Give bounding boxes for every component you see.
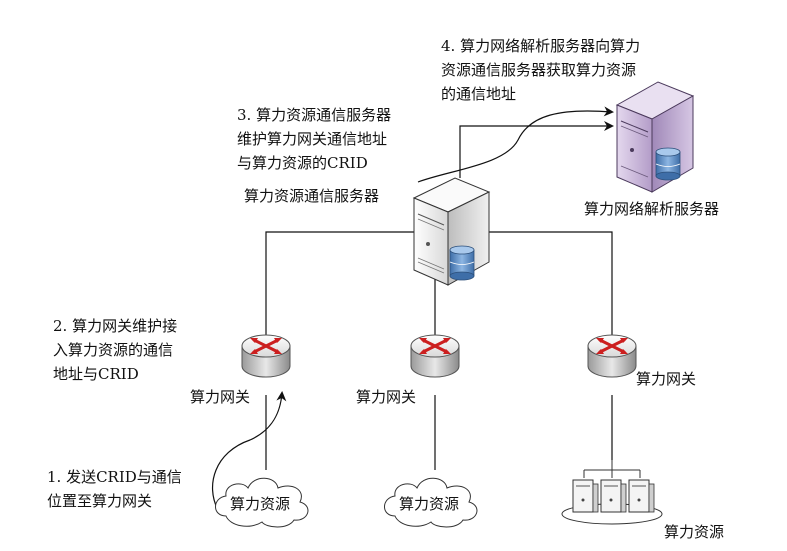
resource-right-label: 算力资源 <box>664 523 724 541</box>
step4-line3: 的通信地址 <box>441 85 516 103</box>
gateway-left-label: 算力网关 <box>190 388 250 406</box>
step3-label: 3. 算力资源通信服务器 维护算力网关通信地址 与算力资源的CRID <box>237 106 391 172</box>
connection-lines <box>265 121 614 470</box>
step4-line1: 4. 算力网络解析服务器向算力 <box>441 37 640 55</box>
resource-left-label: 算力资源 <box>230 495 290 513</box>
step4-curve-arrow <box>417 106 614 183</box>
database-icon <box>655 147 681 181</box>
gateway-right-router-icon <box>587 334 637 378</box>
comm-server-icon <box>412 177 491 286</box>
resource-mid-cloud-icon <box>384 477 478 528</box>
step4-line2: 资源通信服务器获取算力资源 <box>441 61 636 79</box>
step3-line2: 维护算力网关通信地址 <box>237 130 387 148</box>
gateway-mid-router-icon <box>410 334 460 378</box>
resource-left-cloud-icon <box>215 477 309 528</box>
step2-label: 2. 算力网关维护接 入算力资源的通信 地址与CRID <box>53 317 177 383</box>
step4-label: 4. 算力网络解析服务器向算力 资源通信服务器获取算力资源 的通信地址 <box>441 37 640 103</box>
step1-line1: 1. 发送CRID与通信 <box>47 468 182 486</box>
link-server-right-gateway <box>480 231 613 340</box>
resolve-server-label: 算力网络解析服务器 <box>584 200 719 218</box>
step2-line1: 2. 算力网关维护接 <box>53 317 177 335</box>
database-icon <box>449 245 475 281</box>
link-server-left-gateway <box>265 231 414 340</box>
step1-curve-arrow <box>211 391 287 511</box>
step2-line3: 地址与CRID <box>53 365 139 383</box>
gateway-left-router-icon <box>241 334 291 378</box>
gateway-right-label: 算力网关 <box>636 370 696 388</box>
step1-line2: 位置至算力网关 <box>47 492 152 510</box>
step3-line1: 3. 算力资源通信服务器 <box>237 106 391 124</box>
step3-line3: 与算力资源的CRID <box>237 154 368 172</box>
resolve-server-icon <box>615 81 695 193</box>
gateway-mid-label: 算力网关 <box>356 388 416 406</box>
step2-line2: 入算力资源的通信 <box>53 341 173 359</box>
resource-mid-label: 算力资源 <box>399 495 459 513</box>
link-server-to-resolver <box>459 121 614 178</box>
resource-right-server-cluster-icon <box>561 460 663 525</box>
comm-server-label: 算力资源通信服务器 <box>244 187 379 205</box>
step1-label: 1. 发送CRID与通信 位置至算力网关 <box>47 468 182 510</box>
